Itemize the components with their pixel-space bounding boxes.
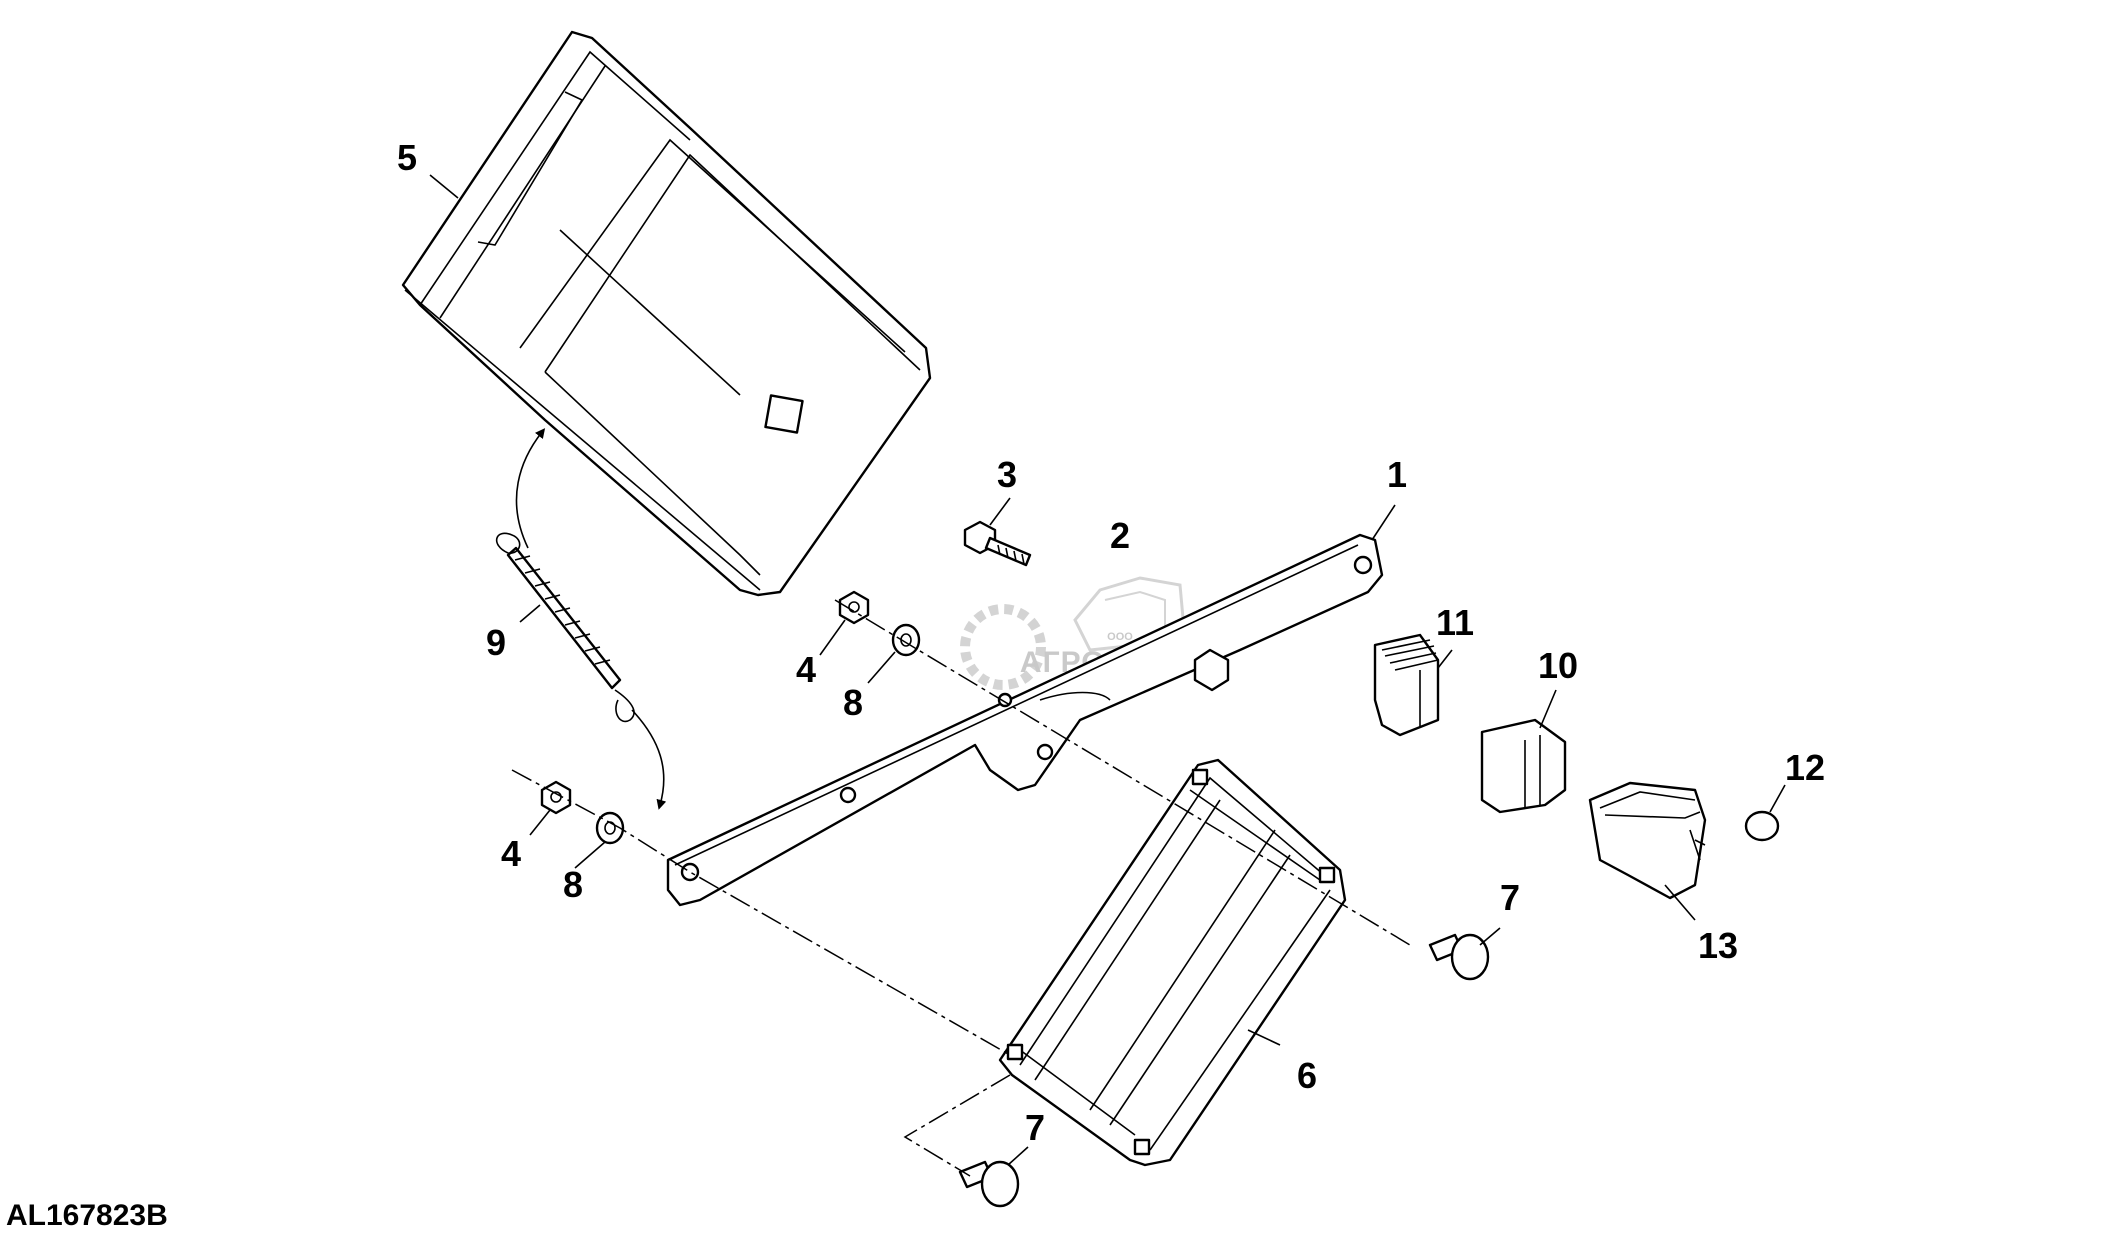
part-9-spring: [496, 428, 667, 810]
part-1-bracket: [666, 533, 1384, 907]
part-7-carriage-bolt-lower: [958, 1160, 1020, 1208]
part-12-cap: [1744, 810, 1780, 842]
part-3-bolt: [963, 520, 1032, 567]
assembly-lines: [511, 599, 1411, 1177]
callout-7-upper: 7: [1500, 877, 1520, 918]
callout-6: 6: [1297, 1055, 1317, 1096]
leader-lines: [429, 174, 1786, 1166]
callout-11: 11: [1436, 602, 1474, 643]
callout-8-upper: 8: [843, 682, 863, 723]
callout-5: 5: [397, 137, 417, 178]
part-7-carriage-bolt-upper: [1428, 933, 1490, 981]
callout-7-lower: 7: [1025, 1107, 1045, 1148]
callout-10: 10: [1538, 645, 1578, 686]
part-4-nut-upper: [838, 590, 870, 625]
part-10-plug: [1480, 718, 1567, 814]
part-8-washer-lower: [595, 811, 625, 845]
part-5-seat-pan: [401, 30, 932, 597]
part-8-washer-upper: [891, 623, 921, 657]
callout-13: 13: [1698, 925, 1738, 966]
part-4-nut-lower: [540, 780, 572, 815]
callout-8-lower: 8: [563, 864, 583, 905]
watermark-prefix: ООО: [1107, 631, 1133, 643]
callout-2: 2: [1110, 515, 1130, 556]
callout-3: 3: [997, 454, 1017, 495]
callout-9: 9: [486, 622, 506, 663]
figure-id: AL167823B: [6, 1199, 168, 1232]
callout-labels: 1 2 3 4 4 5 6 7 7 8 8 9 10 11 12 13: [397, 137, 1825, 1148]
part-13-cap: [1588, 781, 1707, 900]
callout-12: 12: [1785, 747, 1825, 788]
callout-4-upper: 4: [796, 649, 816, 690]
part-11-plug: [1373, 633, 1440, 737]
callout-4-lower: 4: [501, 833, 521, 874]
callout-1: 1: [1387, 454, 1407, 495]
part-6-lower-plate: [998, 758, 1347, 1167]
